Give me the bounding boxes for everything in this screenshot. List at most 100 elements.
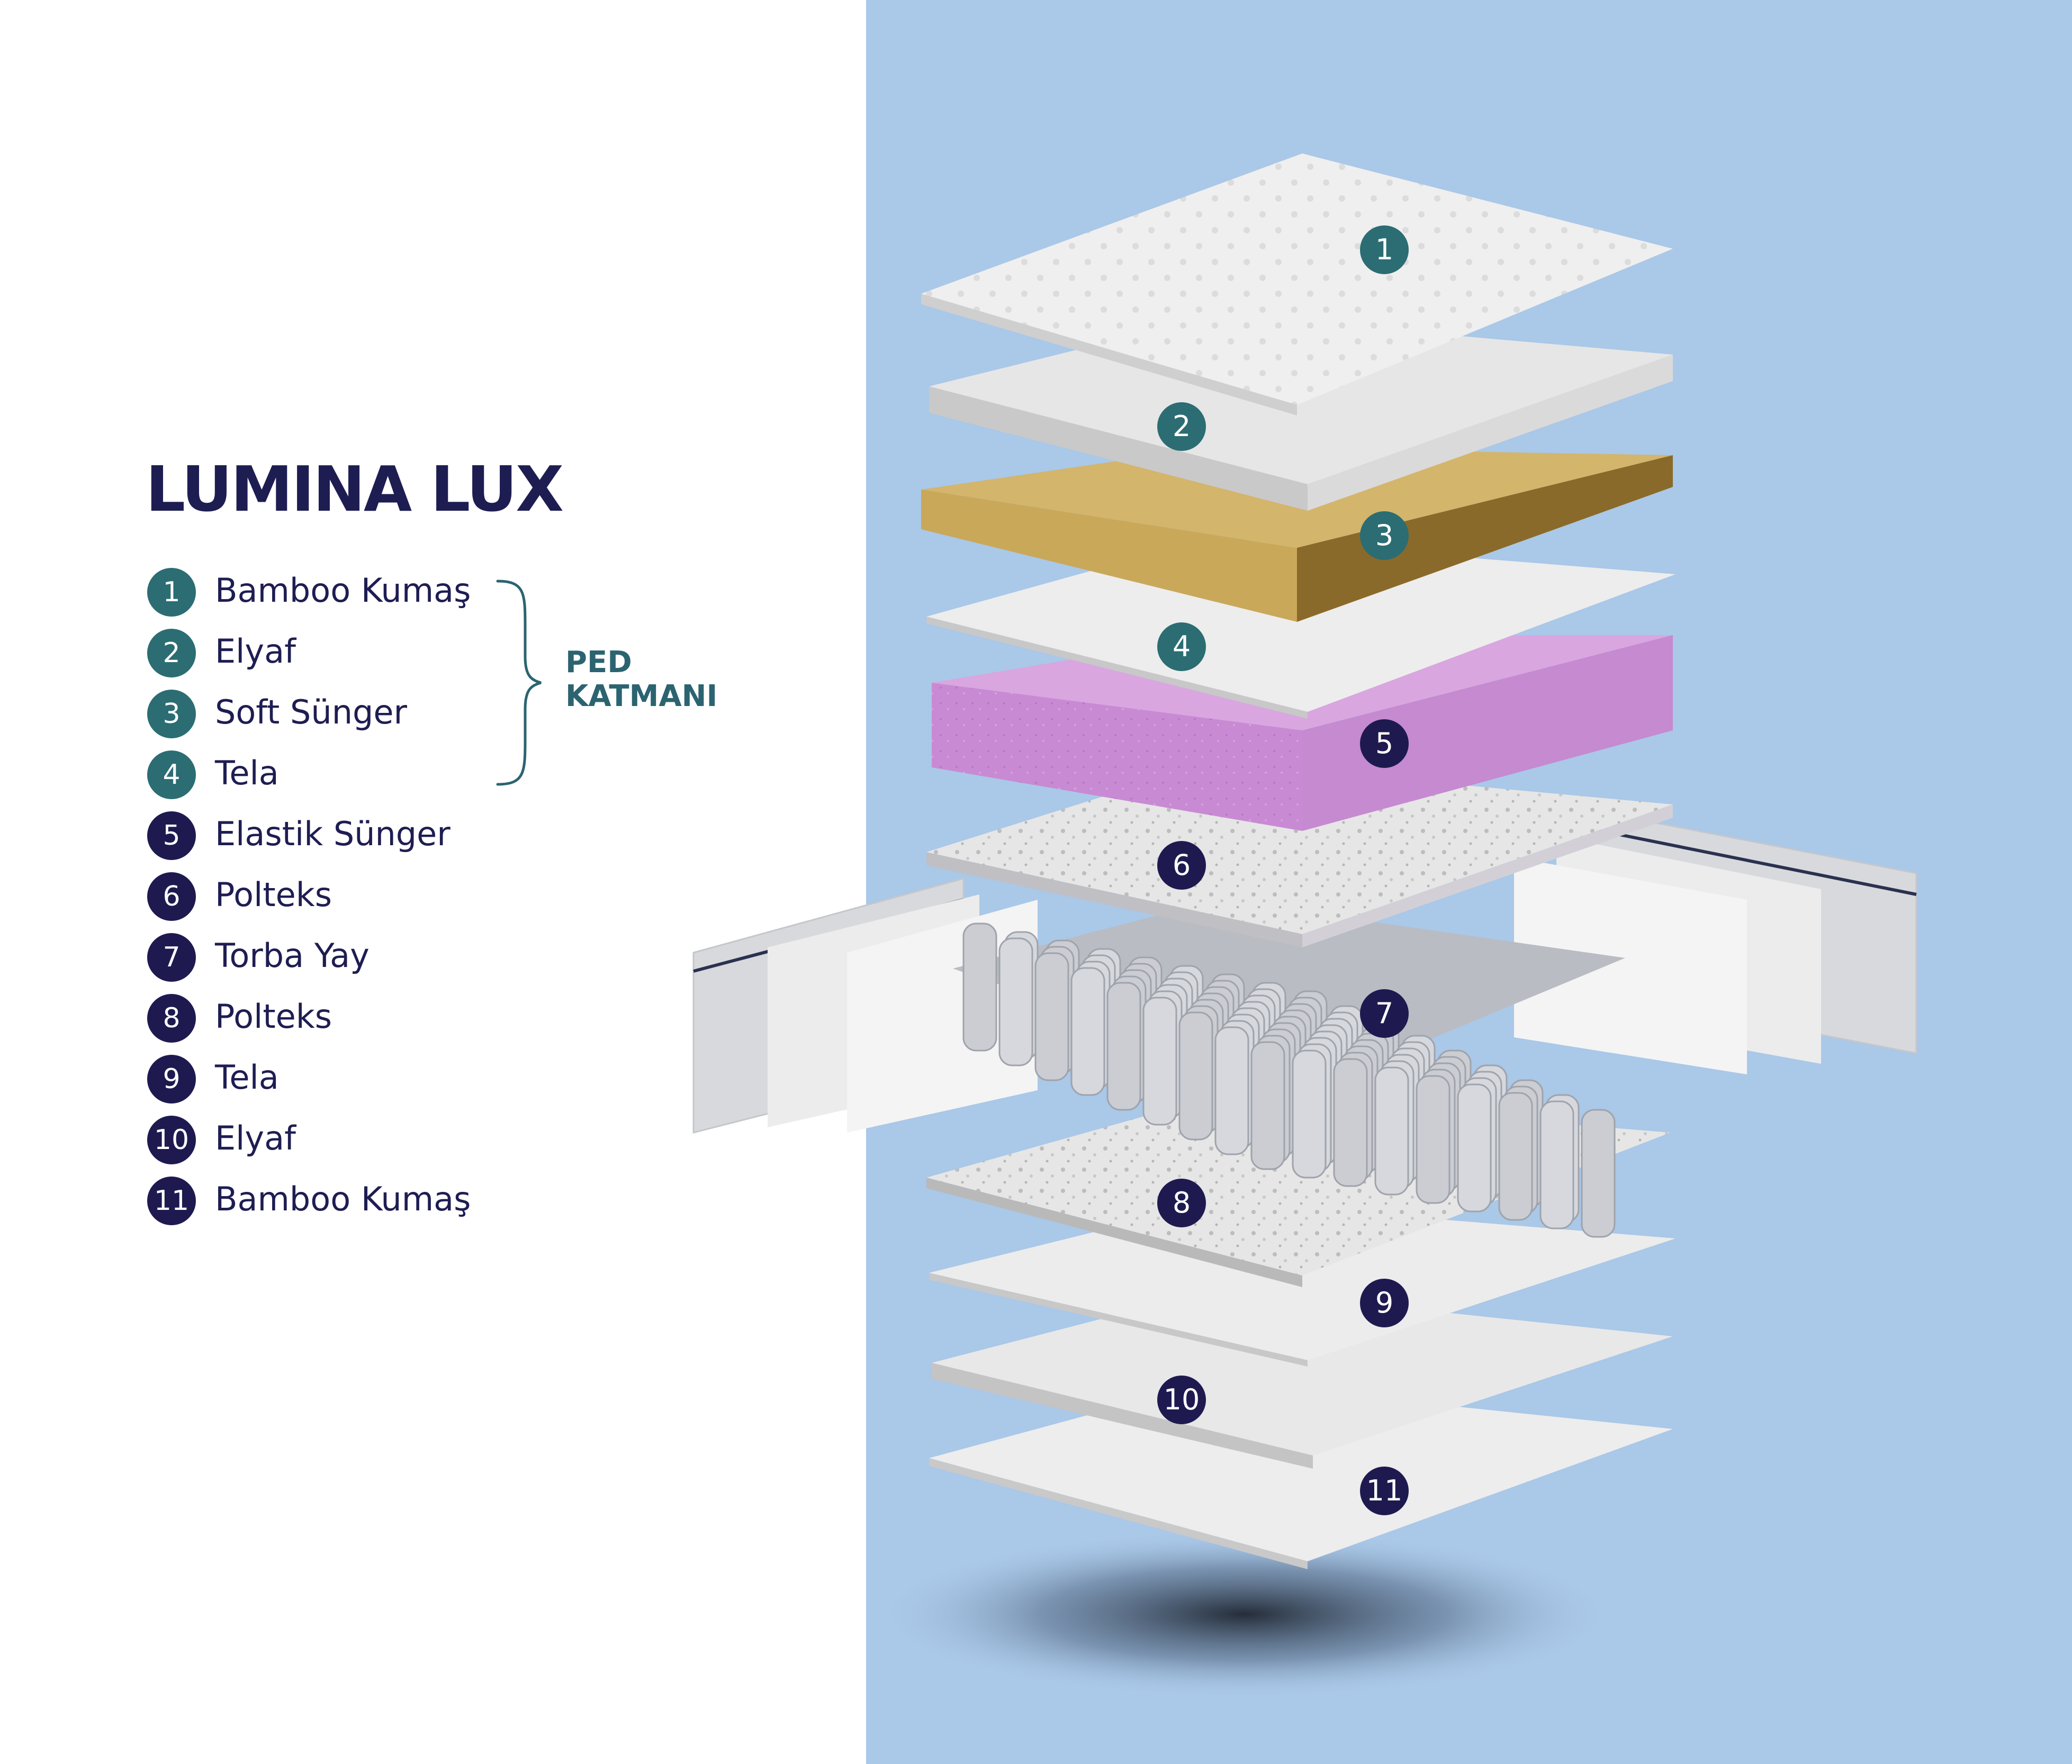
right-side-panels bbox=[1514, 809, 1917, 1074]
spring-pocket bbox=[1250, 1041, 1285, 1170]
spring-pocket bbox=[1581, 1109, 1616, 1238]
diagram-marker: 1 bbox=[1360, 225, 1409, 274]
legend-label: Polteks bbox=[215, 997, 332, 1036]
diagram-marker: 3 bbox=[1360, 511, 1409, 560]
layer-7-pocket-springs bbox=[953, 900, 1625, 1238]
legend-number-badge: 3 bbox=[147, 690, 196, 738]
diagram-marker-number: 1 bbox=[1375, 233, 1393, 266]
spring-pocket bbox=[1106, 982, 1141, 1111]
legend-label: Elastik Sünger bbox=[215, 815, 451, 853]
legend-item: 3 Soft Sünger bbox=[147, 685, 624, 746]
diagram-marker: 4 bbox=[1157, 622, 1206, 671]
layer-11-bamboo-fabric bbox=[929, 1381, 1673, 1569]
diagram-marker: 9 bbox=[1360, 1279, 1409, 1327]
spring-pocket bbox=[1034, 952, 1069, 1081]
diagram-marker-number: 11 bbox=[1366, 1474, 1403, 1507]
diagram-marker-circle bbox=[1360, 511, 1409, 560]
layer-10-fiber bbox=[932, 1289, 1673, 1469]
legend-number-badge: 7 bbox=[147, 933, 196, 982]
diagram-marker: 8 bbox=[1157, 1179, 1206, 1227]
legend-label: Torba Yay bbox=[215, 936, 370, 975]
diagram-marker-number: 6 bbox=[1173, 848, 1191, 882]
product-title: LUMINA LUX bbox=[146, 453, 564, 526]
diagram-marker-circle bbox=[1360, 989, 1409, 1038]
legend-label: Elyaf bbox=[215, 1119, 296, 1157]
diagram-marker-circle bbox=[1360, 1467, 1409, 1515]
diagram-marker-number: 10 bbox=[1164, 1383, 1200, 1416]
spring-pocket bbox=[1214, 1026, 1249, 1155]
spring-pocket bbox=[998, 937, 1033, 1066]
legend-item: 7 Torba Yay bbox=[147, 929, 624, 990]
diagram-marker-circle bbox=[1157, 1376, 1206, 1424]
legend-label: Polteks bbox=[215, 875, 332, 914]
legend-item: 10 Elyaf bbox=[147, 1111, 624, 1172]
diagram-marker-circle bbox=[1360, 225, 1409, 274]
legend-number-badge: 4 bbox=[147, 750, 196, 799]
legend-label: Bamboo Kumaş bbox=[215, 571, 471, 610]
legend-item: 8 Polteks bbox=[147, 990, 624, 1051]
layer-6-polteks bbox=[926, 762, 1673, 947]
diagram-marker-circle bbox=[1360, 719, 1409, 768]
ped-group-label-line1: PED bbox=[565, 645, 632, 680]
diagram-marker-circle bbox=[1360, 1279, 1409, 1327]
diagram-marker-number: 9 bbox=[1375, 1286, 1393, 1319]
spring-block-base bbox=[953, 900, 1625, 1090]
ped-group-brace bbox=[496, 580, 542, 786]
layer-4-tela bbox=[926, 537, 1675, 719]
diagram-marker-number: 5 bbox=[1375, 727, 1393, 760]
diagram-marker-circle bbox=[1157, 1179, 1206, 1227]
diagram-marker-number: 3 bbox=[1375, 519, 1393, 552]
legend-label: Soft Sünger bbox=[215, 693, 407, 731]
spring-pocket bbox=[1333, 1058, 1368, 1187]
diagram-marker-circle bbox=[1157, 402, 1206, 451]
left-panel bbox=[0, 0, 866, 1764]
ped-group-label: PED KATMANI bbox=[565, 646, 717, 713]
diagram-marker-circle bbox=[1157, 841, 1206, 890]
spring-pocket bbox=[1142, 997, 1177, 1126]
legend-item: 11 Bamboo Kumaş bbox=[147, 1172, 624, 1233]
diagram-marker: 10 bbox=[1157, 1376, 1206, 1424]
diagram-marker-number: 7 bbox=[1375, 997, 1393, 1030]
diagram-marker-number: 8 bbox=[1173, 1186, 1191, 1219]
diagram-marker: 7 bbox=[1360, 989, 1409, 1038]
spring-pocket bbox=[1457, 1083, 1492, 1213]
legend-label: Bamboo Kumaş bbox=[215, 1180, 471, 1218]
spring-pocket bbox=[1070, 967, 1105, 1096]
spring-pocket bbox=[962, 922, 997, 1052]
spring-pocket bbox=[1539, 1100, 1574, 1229]
legend-item: 1 Bamboo Kumaş bbox=[147, 564, 624, 625]
legend-number-badge: 11 bbox=[147, 1177, 196, 1225]
ped-group-label-line2: KATMANI bbox=[565, 679, 718, 713]
diagram-marker-number: 2 bbox=[1173, 410, 1191, 443]
legend-label: Tela bbox=[215, 1058, 279, 1097]
diagram-marker-number: 4 bbox=[1173, 630, 1191, 663]
spring-pocket bbox=[1374, 1066, 1409, 1196]
legend-number-badge: 10 bbox=[147, 1116, 196, 1164]
spring-pocket bbox=[1178, 1011, 1213, 1141]
legend-number-badge: 8 bbox=[147, 994, 196, 1043]
spring-pocket bbox=[1498, 1092, 1533, 1221]
diagram-marker-circle bbox=[1157, 622, 1206, 671]
legend-number-badge: 1 bbox=[147, 568, 196, 617]
layer-1-bamboo-fabric bbox=[921, 153, 1673, 415]
legend-number-badge: 2 bbox=[147, 629, 196, 677]
legend-number-badge: 5 bbox=[147, 811, 196, 860]
legend-item: 4 Tela bbox=[147, 746, 624, 807]
legend-item: 2 Elyaf bbox=[147, 625, 624, 685]
diagram-marker: 6 bbox=[1157, 841, 1206, 890]
diagram-marker: 5 bbox=[1360, 719, 1409, 768]
diagram-marker: 11 bbox=[1360, 1467, 1409, 1515]
legend-number-badge: 6 bbox=[147, 872, 196, 921]
spring-pocket bbox=[1416, 1075, 1451, 1204]
diagram-marker: 2 bbox=[1157, 402, 1206, 451]
legend-item: 5 Elastik Sünger bbox=[147, 807, 624, 868]
legend-item: 9 Tela bbox=[147, 1051, 624, 1111]
spring-pocket bbox=[1292, 1050, 1327, 1179]
legend-number-badge: 9 bbox=[147, 1055, 196, 1103]
legend-label: Elyaf bbox=[215, 632, 296, 671]
legend-item: 6 Polteks bbox=[147, 868, 624, 929]
legend-label: Tela bbox=[215, 754, 279, 792]
ground-shadow bbox=[873, 1530, 1615, 1699]
